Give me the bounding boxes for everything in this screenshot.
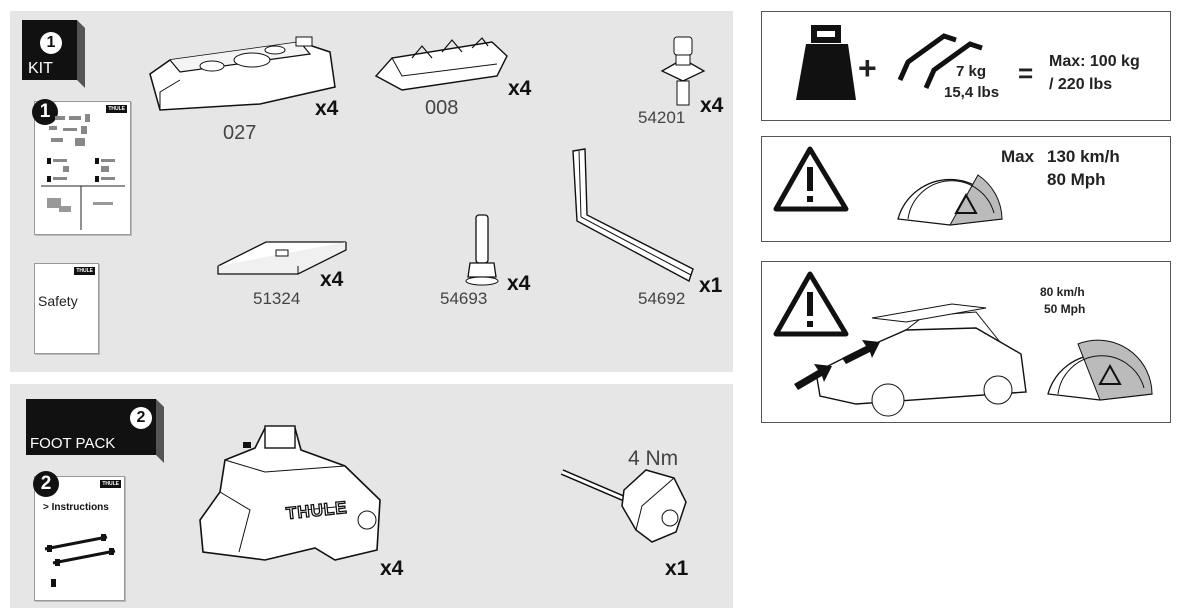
safety-brand: THULE bbox=[74, 267, 95, 275]
warning-icon-loaded bbox=[773, 271, 849, 337]
foot-pack-manual-brand: THULE bbox=[100, 480, 121, 488]
max-load-kg: Max: 100 kg bbox=[1049, 53, 1140, 70]
safety-label: Safety bbox=[38, 293, 78, 309]
car-with-load-drawing bbox=[794, 303, 1027, 417]
torque-tool-drawing bbox=[560, 469, 687, 543]
part-008-code: 008 bbox=[425, 97, 459, 119]
part-54201-code: 54201 bbox=[638, 108, 686, 127]
tool-torque: 4 Nm bbox=[628, 447, 679, 470]
kit-manual-brand: THULE bbox=[106, 105, 127, 113]
foot-pack-manual-doc: THULE 2 > Instructions bbox=[33, 471, 125, 601]
part-54692-code: 54692 bbox=[638, 289, 686, 308]
part-51324-code: 51324 bbox=[253, 289, 301, 308]
part-027-code: 027 bbox=[223, 122, 257, 144]
speedometer-icon bbox=[897, 174, 1003, 226]
warning-icon bbox=[773, 146, 849, 212]
plus-sign: + bbox=[858, 50, 877, 86]
part-008-drawing bbox=[374, 37, 508, 91]
kit-manual-thumbnail bbox=[41, 114, 125, 230]
speed-limit-box: Max 130 km/h 80 Mph bbox=[761, 136, 1171, 242]
part-54201-qty: x4 bbox=[700, 94, 724, 117]
foot-pack-title: FOOT PACK bbox=[30, 435, 116, 452]
loaded-speed-kmh: 80 km/h bbox=[1040, 285, 1085, 299]
max-speed-label: Max bbox=[1001, 147, 1035, 166]
max-speed-mph: 80 Mph bbox=[1047, 170, 1106, 189]
bar-weight-lbs: 15,4 lbs bbox=[944, 84, 1000, 101]
equals-sign: = bbox=[1018, 58, 1034, 88]
part-54692-drawing bbox=[572, 148, 694, 283]
kit-tag: 1 KIT bbox=[22, 20, 85, 88]
kit-manual-number: 1 bbox=[32, 99, 58, 125]
part-51324-drawing bbox=[217, 241, 347, 275]
kit-title: KIT bbox=[28, 60, 53, 77]
roof-bars-thumbnail bbox=[44, 534, 116, 587]
foot-pack-number-badge: 2 bbox=[130, 407, 152, 429]
foot-pack-tag: 2 FOOT PACK bbox=[26, 399, 164, 463]
part-54693-qty: x4 bbox=[507, 272, 531, 295]
loaded-speed-mph: 50 Mph bbox=[1044, 302, 1086, 316]
kit-number-badge: 1 bbox=[40, 32, 62, 54]
foot-drawing bbox=[199, 425, 381, 561]
part-54692-qty: x1 bbox=[699, 274, 723, 297]
max-speed-kmh: 130 km/h bbox=[1047, 147, 1120, 166]
part-54693-drawing bbox=[465, 214, 499, 286]
kit-manual-doc: THULE 1 bbox=[32, 99, 131, 235]
load-limit-box: + 7 kg 15,4 lbs = Max: 100 kg / 220 lbs bbox=[761, 11, 1171, 121]
part-008-qty: x4 bbox=[508, 77, 532, 100]
weight-icon bbox=[796, 25, 856, 100]
speedometer-icon-loaded bbox=[1047, 339, 1153, 401]
part-54201-drawing bbox=[660, 36, 706, 106]
part-027-drawing bbox=[149, 36, 336, 111]
loaded-speed-box: 80 km/h 50 Mph bbox=[761, 261, 1171, 423]
roof-bars-icon bbox=[897, 33, 983, 90]
safety-doc: THULE Safety bbox=[34, 263, 99, 354]
tool-qty: x1 bbox=[665, 557, 689, 580]
foot-pack-manual-number: 2 bbox=[33, 471, 59, 497]
part-027-qty: x4 bbox=[315, 97, 339, 120]
part-54693-code: 54693 bbox=[440, 289, 488, 308]
foot-pack-manual-label: > Instructions bbox=[43, 502, 109, 513]
part-51324-qty: x4 bbox=[320, 268, 344, 291]
max-load-lbs: / 220 lbs bbox=[1049, 76, 1113, 93]
foot-qty: x4 bbox=[380, 557, 404, 580]
bar-weight-kg: 7 kg bbox=[956, 63, 987, 80]
